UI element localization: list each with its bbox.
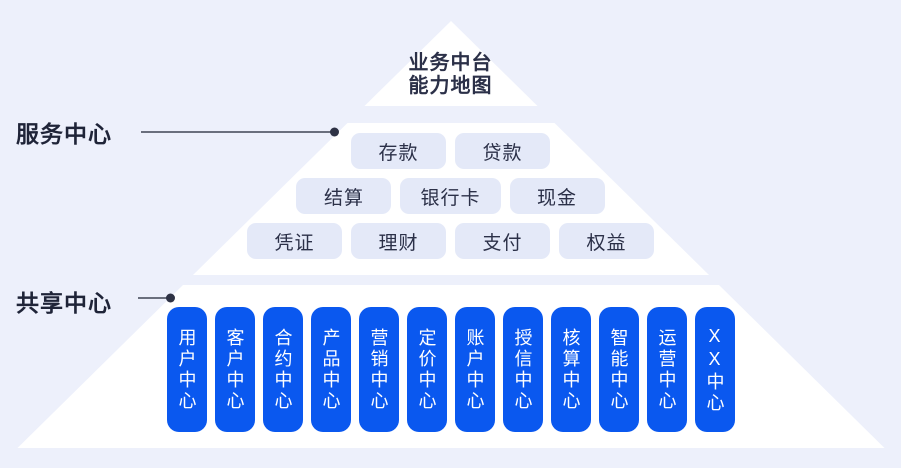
service-tag: 理财: [351, 223, 446, 259]
shared-center-pill-label: 产品中心: [320, 327, 341, 412]
connector-dot: [166, 293, 175, 303]
shared-center-pill: 用户中心: [166, 307, 207, 432]
shared-center-pill-label: 合约中心: [272, 327, 293, 412]
shared-center-pill-label: 客户中心: [224, 327, 245, 412]
service-tag: 银行卡: [400, 178, 501, 214]
page-title: 业务中台 能力地图: [408, 52, 493, 97]
service-tag: 结算: [296, 178, 392, 214]
shared-center-pill: 合约中心: [262, 307, 303, 432]
shared-center-pill-label: 授信中心: [512, 327, 533, 412]
shared-center-pill-label: 账户中心: [464, 327, 485, 412]
service-tag: 权益: [559, 223, 654, 259]
service-center-connector-line: [141, 127, 339, 137]
shared-center-pill-label: 核算中心: [560, 327, 581, 412]
shared-center-pill-label: 营销中心: [368, 327, 389, 412]
connector-dot: [330, 127, 339, 137]
shared-centers-row: 用户中心 客户中心 合约中心 产品中心 营销中心 定价中心 账户中心 授信中心 …: [0, 307, 901, 432]
shared-center-pill-label: 用户中心: [176, 327, 197, 412]
shared-center-pill: 核算中心: [550, 307, 591, 432]
service-tag: 现金: [509, 178, 605, 214]
shared-center-pill-label: 运营中心: [656, 327, 677, 412]
shared-center-connector-line: [138, 293, 175, 303]
service-row-1: 存款 贷款: [0, 133, 901, 169]
service-row-2: 结算 银行卡 现金: [0, 178, 901, 214]
shared-center-pill-label: 定价中心: [416, 327, 437, 412]
shared-center-pill: 运营中心: [646, 307, 687, 432]
shared-center-pill: 账户中心: [454, 307, 495, 432]
shared-center-pill: 营销中心: [358, 307, 399, 432]
service-tag: 贷款: [455, 133, 550, 169]
service-tag: 凭证: [247, 223, 342, 259]
shared-center-pill: 授信中心: [502, 307, 543, 432]
service-row-3: 凭证 理财 支付 权益: [0, 223, 901, 259]
shared-center-pill-label: XX中心: [704, 325, 725, 414]
service-tag: 存款: [351, 133, 446, 169]
shared-center-pill: 定价中心: [406, 307, 447, 432]
shared-center-pill-label: 智能中心: [608, 327, 629, 412]
shared-center-pill: XX中心: [694, 307, 735, 432]
shared-center-pill: 客户中心: [214, 307, 255, 432]
shared-center-pill: 产品中心: [310, 307, 351, 432]
shared-center-label: 共享中心: [16, 290, 112, 316]
pyramid-tip-section: [364, 21, 538, 106]
service-tag: 支付: [455, 223, 550, 259]
shared-center-pill: 智能中心: [598, 307, 639, 432]
service-center-label: 服务中心: [16, 121, 112, 147]
